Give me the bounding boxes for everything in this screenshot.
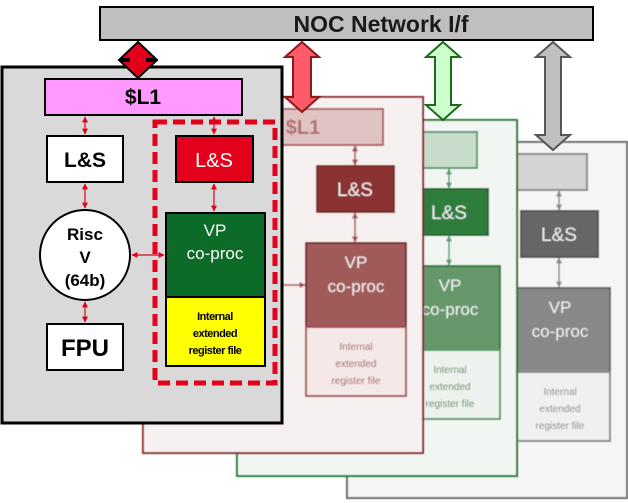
cache-l1-label: $L1 (125, 86, 162, 109)
replica-regfile-box (305, 326, 407, 397)
noc-arrow-replica-red (282, 40, 322, 114)
replica-regfile-line-3: register file (332, 376, 381, 387)
noc-network-bar (99, 6, 594, 41)
noc-network-label: NOC Network I/f (293, 11, 468, 37)
replica-vp-label: VP (345, 253, 368, 272)
replica-regfile-line-1: Internal (433, 365, 466, 376)
load-store-label: L&S (64, 149, 106, 172)
replica-regfile-line-2: extended (539, 404, 580, 415)
vp-load-store-box (175, 135, 254, 183)
riscv-core (39, 209, 131, 301)
replica-coproc-label: co-proc (422, 300, 479, 319)
replica-regfile-line-3: register file (426, 399, 475, 410)
load-store-box (46, 135, 124, 183)
replica-cores: L&S VP co-proc Internal extended registe… (142, 96, 628, 499)
vp-coproc-box (165, 212, 266, 298)
replica-vp-coproc-box (509, 287, 611, 373)
replica-load-store-label: L&S (541, 225, 577, 246)
replica-load-store-box (316, 165, 395, 213)
riscv-line-3: (64b) (65, 271, 106, 290)
replica-vp-label: VP (549, 298, 572, 317)
replica-cache-label: $L1 (286, 117, 320, 139)
replica-regfile-box (509, 371, 611, 442)
vp-load-store-label: L&S (195, 150, 233, 172)
noc-arrow-replica-green (423, 40, 463, 122)
replica-load-store-box (520, 210, 599, 258)
regfile-line-2: extended (193, 328, 237, 340)
vp-label: VP (204, 221, 227, 240)
cache-l1-box (44, 78, 243, 116)
regfile-line-3: register file (189, 345, 242, 357)
riscv-line-2: V (79, 248, 91, 267)
replica-regfile-line-2: extended (429, 382, 470, 393)
replica-vp-label: VP (439, 276, 462, 295)
replica-vp-coproc-box (305, 242, 407, 328)
noc-arrow-replica-gray (533, 40, 573, 152)
replica-load-store-label: L&S (337, 180, 373, 201)
replica-load-store-label: L&S (431, 203, 467, 224)
replica-regfile-line-3: register file (536, 421, 585, 432)
riscv-line-1: Risc (67, 225, 103, 244)
regfile-box (165, 296, 266, 367)
replica-regfile-line-1: Internal (339, 342, 372, 353)
replica-regfile-line-2: extended (335, 359, 376, 370)
replica-coproc-label: co-proc (328, 277, 385, 296)
fpu-label: FPU (61, 335, 109, 362)
coproc-label: co-proc (187, 244, 244, 263)
replica-coproc-label: co-proc (532, 322, 589, 341)
fpu-box (46, 323, 124, 371)
replica-regfile-line-1: Internal (543, 387, 576, 398)
regfile-line-1: Internal (197, 311, 233, 323)
